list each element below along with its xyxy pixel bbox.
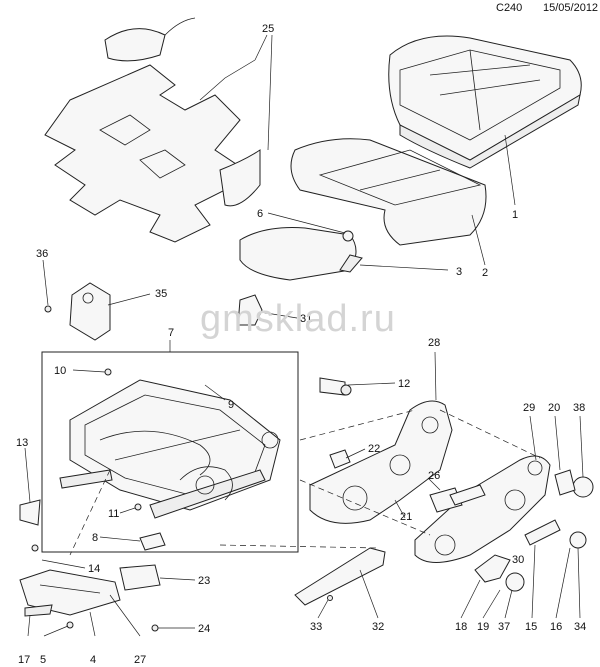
seat-frame-part	[59, 379, 281, 519]
callout-22: 22	[368, 443, 380, 455]
foam-pad-part	[239, 227, 363, 281]
callout-27: 27	[134, 654, 146, 666]
callout-7: 7	[168, 327, 174, 339]
callout-9: 9	[228, 399, 234, 411]
knob-38-part	[572, 476, 594, 498]
callout-31: 31	[300, 313, 312, 325]
callout-12: 12	[398, 378, 410, 390]
callout-15: 15	[525, 621, 537, 633]
callout-38: 38	[573, 402, 585, 414]
callout-8: 8	[92, 532, 98, 544]
callout-33: 33	[310, 621, 322, 633]
side-panel-part	[414, 455, 551, 563]
escutcheon-20-part	[554, 469, 576, 496]
callout-34: 34	[574, 621, 586, 633]
trim-strip-32-part	[294, 547, 386, 606]
cushion-pad-part	[290, 138, 487, 246]
callout-13: 13	[16, 437, 28, 449]
knob-16-part	[569, 531, 587, 549]
bolt-11-part	[134, 503, 142, 511]
callout-17: 17	[18, 654, 30, 666]
callout-21: 21	[400, 511, 412, 523]
callout-32: 32	[372, 621, 384, 633]
callout-30: 30	[512, 554, 524, 566]
callout-23: 23	[198, 575, 210, 587]
callout-36: 36	[36, 248, 48, 260]
handle-18-part	[474, 554, 511, 583]
callout-35: 35	[155, 288, 167, 300]
assembly-lines	[69, 409, 541, 556]
callout-6: 6	[257, 208, 263, 220]
watermark: gmsklad.ru	[200, 298, 396, 340]
bolt-12-part	[319, 377, 352, 396]
trim-strip-13-part	[19, 499, 41, 526]
clip-22-part	[329, 449, 351, 469]
callout-10: 10	[54, 365, 66, 377]
callout-19: 19	[477, 621, 489, 633]
switch-26-part	[429, 484, 486, 513]
knob-30-part	[505, 572, 525, 592]
callout-4: 4	[90, 654, 96, 666]
cushion-cover-part	[388, 35, 582, 169]
callout-14: 14	[88, 563, 100, 575]
leader-lines	[24, 34, 584, 637]
diagram-date: 15/05/2012	[543, 2, 599, 14]
bolt-10-part	[104, 368, 112, 376]
callout-11: 11	[108, 508, 119, 520]
module-23-part	[119, 564, 161, 591]
base-tray-part	[19, 544, 121, 629]
callout-29: 29	[523, 402, 535, 414]
heating-mat-part	[44, 17, 261, 243]
callout-24: 24	[198, 623, 210, 635]
hook-part	[237, 294, 263, 326]
bracket-part	[44, 282, 111, 341]
screw-24-part	[151, 624, 159, 632]
lever-15-part	[524, 519, 561, 546]
callout-16: 16	[550, 621, 562, 633]
callout-18: 18	[455, 621, 467, 633]
callout-2: 2	[482, 267, 488, 279]
callout-1: 1	[512, 209, 518, 221]
callout-3: 3	[456, 266, 462, 278]
callout-26: 26	[428, 470, 440, 482]
callout-37: 37	[498, 621, 510, 633]
callout-20: 20	[548, 402, 560, 414]
diagram-code: C240	[496, 2, 523, 14]
side-cover-part	[309, 400, 453, 524]
callouts: 1 2 3 4 5 6 7 8 9 10 11 12 13 14 15 16 1…	[16, 23, 586, 666]
callout-28: 28	[428, 337, 440, 349]
clip-8-part	[139, 532, 166, 551]
clip-part	[342, 230, 354, 242]
callout-5: 5	[40, 654, 46, 666]
callout-25: 25	[262, 23, 274, 35]
